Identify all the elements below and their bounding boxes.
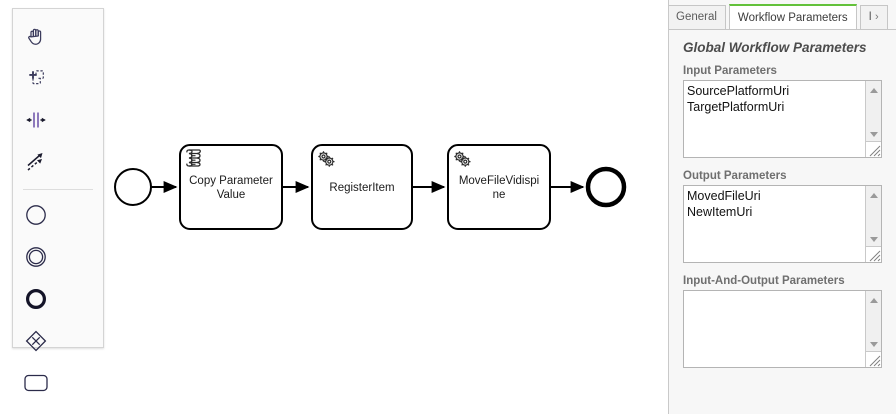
task-label-line2: ne <box>493 189 506 201</box>
hand-tool-button[interactable] <box>13 15 59 57</box>
output-parameters-listbox[interactable]: MovedFileUri NewItemUri <box>683 185 882 263</box>
scroll-down-icon[interactable] <box>866 232 882 246</box>
intermediate-event-icon <box>24 245 48 269</box>
create-subprocess-button[interactable] <box>13 404 59 414</box>
task-label-line2: Value <box>217 189 246 201</box>
task-register-item[interactable]: RegisterItem <box>311 144 413 230</box>
resize-grip-handle[interactable] <box>865 141 881 157</box>
start-event-circle-icon <box>24 203 48 227</box>
service-task-gear-icon <box>454 151 471 167</box>
input-parameters-label: Input Parameters <box>683 65 777 77</box>
end-event[interactable] <box>585 166 627 208</box>
panel-title: Global Workflow Parameters <box>683 40 867 55</box>
input-and-output-parameters-items[interactable] <box>684 291 864 367</box>
space-tool-icon <box>25 109 47 131</box>
scroll-down-icon[interactable] <box>866 127 882 141</box>
task-label-line1: Copy Parameter <box>189 175 273 187</box>
output-parameters-items[interactable]: MovedFileUri NewItemUri <box>684 186 864 262</box>
end-event-thick-circle-icon <box>24 287 48 311</box>
properties-body: Global Workflow Parameters Input Paramet… <box>669 30 896 368</box>
input-and-output-parameters-listbox[interactable] <box>683 290 882 368</box>
bpmn-palette <box>12 8 104 392</box>
task-move-file-vidispine[interactable]: MoveFileVidispi ne <box>447 144 551 230</box>
create-end-event-button[interactable] <box>13 278 59 320</box>
input-and-output-parameters-scrollbar[interactable] <box>865 291 881 367</box>
diagram-canvas[interactable]: Copy Parameter Value <box>0 0 668 414</box>
output-parameters-scrollbar[interactable] <box>865 186 881 262</box>
scroll-right-icon[interactable]: › <box>875 11 879 23</box>
scroll-down-icon[interactable] <box>866 337 882 351</box>
gateway-diamond-icon <box>24 329 48 353</box>
scroll-up-icon[interactable] <box>866 188 882 202</box>
scroll-up-icon[interactable] <box>866 293 882 307</box>
list-item[interactable]: SourcePlatformUri <box>687 84 790 98</box>
create-start-event-button[interactable] <box>13 194 59 236</box>
task-rounded-rect-icon <box>23 372 49 394</box>
input-and-output-parameters-label: Input-And-Output Parameters <box>683 275 845 287</box>
tab-workflow-parameters-label: Workflow Parameters <box>737 12 848 24</box>
create-task-button[interactable] <box>13 362 59 404</box>
lasso-tool-button[interactable] <box>13 57 59 99</box>
create-intermediate-event-button[interactable] <box>13 236 59 278</box>
task-label-line1: MoveFileVidispi <box>459 175 539 187</box>
tab-more-label: I <box>868 11 872 23</box>
input-parameters-scrollbar[interactable] <box>865 81 881 157</box>
service-task-gear-icon <box>318 151 335 167</box>
resize-grip-handle[interactable] <box>865 351 881 367</box>
palette-shapes-group <box>13 194 103 414</box>
palette-tools-group <box>13 15 103 183</box>
palette-divider <box>23 189 93 190</box>
start-event[interactable] <box>114 168 152 206</box>
output-parameters-label: Output Parameters <box>683 170 787 182</box>
tab-general[interactable]: ‹ General <box>669 5 726 29</box>
create-gateway-button[interactable] <box>13 320 59 362</box>
resize-grip-handle[interactable] <box>865 246 881 262</box>
list-item[interactable]: MovedFileUri <box>687 189 761 203</box>
input-parameters-listbox[interactable]: SourcePlatformUri TargetPlatformUri <box>683 80 882 158</box>
properties-panel: ‹ General Workflow Parameters I › Global… <box>668 0 896 414</box>
scroll-up-icon[interactable] <box>866 83 882 97</box>
script-task-icon <box>186 149 201 167</box>
bpmn-diagram[interactable]: Copy Parameter Value <box>0 0 668 414</box>
list-item[interactable]: NewItemUri <box>687 205 753 219</box>
connect-arrows-icon <box>25 151 47 173</box>
space-tool-button[interactable] <box>13 99 59 141</box>
task-label-line1: RegisterItem <box>329 182 394 194</box>
hand-icon <box>25 25 47 47</box>
tab-workflow-parameters[interactable]: Workflow Parameters <box>728 4 857 29</box>
properties-tabbar: ‹ General Workflow Parameters I › <box>669 4 896 30</box>
lasso-select-icon <box>25 67 47 89</box>
tab-general-label: General <box>676 11 717 23</box>
tab-more[interactable]: I › <box>859 5 888 29</box>
connect-tool-button[interactable] <box>13 141 59 183</box>
input-parameters-items[interactable]: SourcePlatformUri TargetPlatformUri <box>684 81 864 157</box>
task-copy-parameter-value[interactable]: Copy Parameter Value <box>179 144 283 230</box>
list-item[interactable]: TargetPlatformUri <box>687 100 785 114</box>
